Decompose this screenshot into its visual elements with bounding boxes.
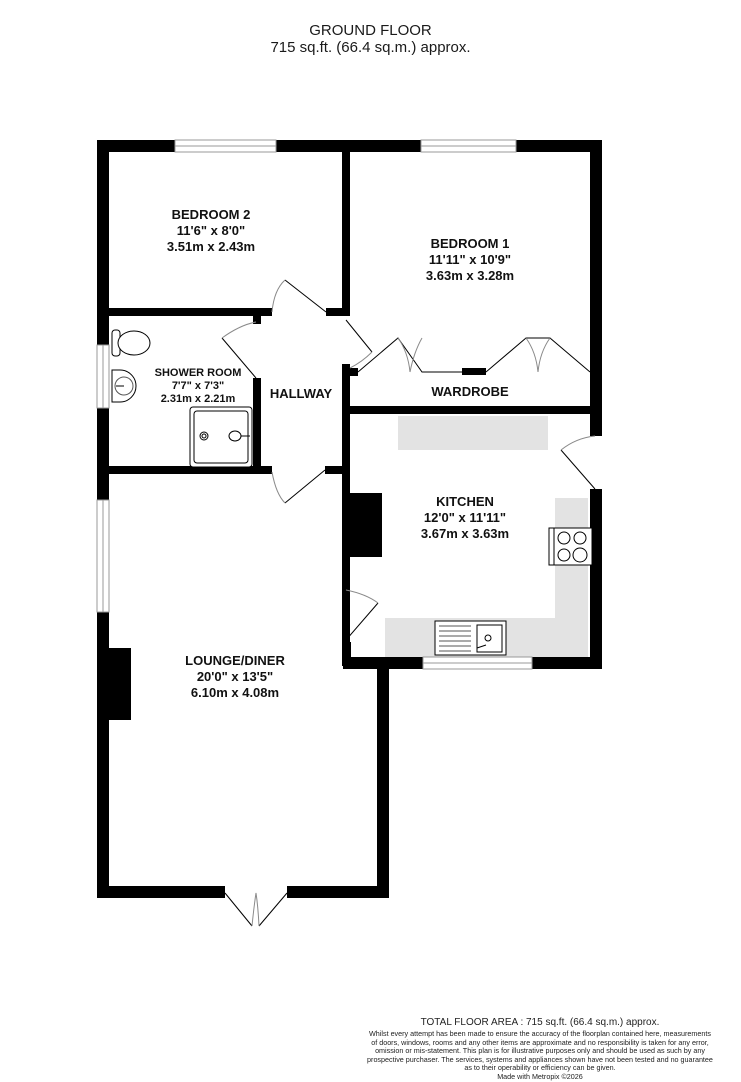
room-shower-room: SHOWER ROOM 7'7" x 7'3" 2.31m x 2.21m	[155, 367, 242, 406]
room-name: SHOWER ROOM	[154, 367, 242, 379]
room-imperial: 11'11" x 10'9"	[428, 252, 512, 267]
disclaimer: Whilst every attempt has been made to en…	[345, 1029, 735, 1082]
hob-icon	[548, 527, 593, 566]
windows	[96, 139, 533, 670]
room-metric: 2.31m x 2.21m	[160, 393, 236, 405]
credit: Made with Metropix ©2026	[497, 1071, 583, 1081]
room-imperial: 20'0" x 13'5"	[196, 669, 274, 684]
room-name: HALLWAY	[269, 386, 333, 401]
sink-icon	[434, 620, 507, 656]
floor-area: 715 sq.ft. (66.4 sq.m.) approx.	[270, 39, 471, 56]
floor-header: GROUND FLOOR 715 sq.ft. (66.4 sq.m.) app…	[0, 22, 741, 56]
room-bedroom-1: BEDROOM 1 11'11" x 10'9" 3.63m x 3.28m	[426, 236, 514, 284]
room-wardrobe: WARDROBE	[431, 384, 508, 400]
room-metric: 6.10m x 4.08m	[190, 685, 280, 700]
room-name: LOUNGE/DINER	[185, 653, 285, 668]
room-bedroom-2: BEDROOM 2 11'6" x 8'0" 3.51m x 2.43m	[167, 207, 255, 255]
total-floor-area: TOTAL FLOOR AREA : 715 sq.ft. (66.4 sq.m…	[420, 1017, 660, 1028]
disclaimer-line: of doors, windows, rooms and any other i…	[371, 1037, 709, 1047]
room-imperial: 12'0" x 11'11"	[423, 510, 507, 525]
disclaimer-line: omission or mis-statement. This plan is …	[375, 1046, 705, 1056]
room-metric: 3.51m x 2.43m	[166, 239, 256, 254]
footer: TOTAL FLOOR AREA : 715 sq.ft. (66.4 sq.m…	[345, 1016, 735, 1082]
toilet-icon	[111, 329, 151, 357]
room-metric: 3.63m x 3.28m	[425, 268, 515, 283]
room-name: WARDROBE	[431, 384, 509, 399]
disclaimer-line: as to their operability or efficiency ca…	[464, 1063, 616, 1073]
disclaimer-line: prospective purchaser. The services, sys…	[367, 1054, 713, 1064]
shower-tray-icon	[189, 406, 253, 468]
floor-name: GROUND FLOOR	[309, 22, 432, 39]
room-lounge-diner: LOUNGE/DINER 20'0" x 13'5" 6.10m x 4.08m	[185, 653, 285, 701]
disclaimer-line: Whilst every attempt has been made to en…	[369, 1029, 711, 1038]
basin-icon	[111, 369, 137, 403]
room-imperial: 7'7" x 7'3"	[171, 380, 225, 392]
room-metric: 3.67m x 3.63m	[420, 526, 510, 541]
doors	[221, 279, 596, 927]
room-hallway: HALLWAY	[270, 386, 332, 402]
room-name: BEDROOM 1	[430, 236, 510, 251]
room-name: BEDROOM 2	[171, 207, 251, 222]
room-name: KITCHEN	[436, 494, 494, 509]
room-kitchen: KITCHEN 12'0" x 11'11" 3.67m x 3.63m	[421, 494, 509, 542]
room-imperial: 11'6" x 8'0"	[176, 223, 246, 238]
walls	[97, 140, 602, 898]
